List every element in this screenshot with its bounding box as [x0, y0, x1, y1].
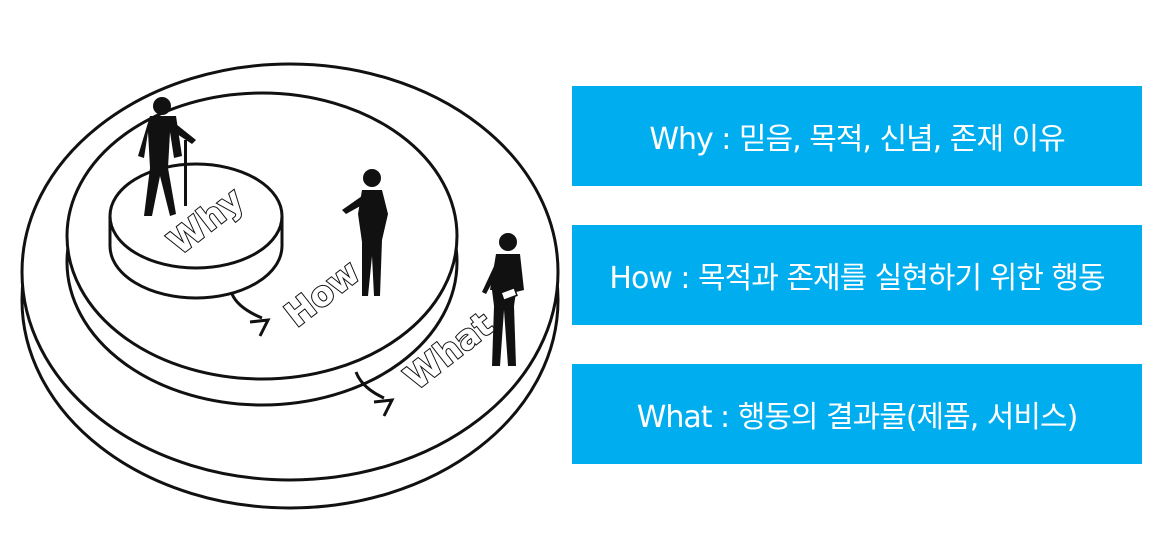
down-arrow-icon [354, 371, 395, 417]
how-description-text: How : 목적과 존재를 실현하기 위한 행동 [609, 261, 1105, 296]
how-description-box: How : 목적과 존재를 실현하기 위한 행동 [572, 225, 1142, 325]
what-description-text: What : 행동의 결과물(제품, 서비스) [636, 400, 1079, 435]
why-description-box: Why : 믿음, 목적, 신념, 존재 이유 [572, 86, 1142, 186]
down-arrow-icon [230, 293, 271, 337]
inner-disc [108, 162, 284, 300]
person-silhouette-icon [342, 169, 388, 296]
why-description-text: Why : 믿음, 목적, 신념, 존재 이유 [649, 122, 1065, 157]
golden-circle-diagram: Why How What [20, 62, 560, 510]
person-silhouette-icon [138, 97, 196, 216]
what-description-box: What : 행동의 결과물(제품, 서비스) [572, 364, 1142, 464]
person-silhouette-icon [482, 233, 524, 366]
